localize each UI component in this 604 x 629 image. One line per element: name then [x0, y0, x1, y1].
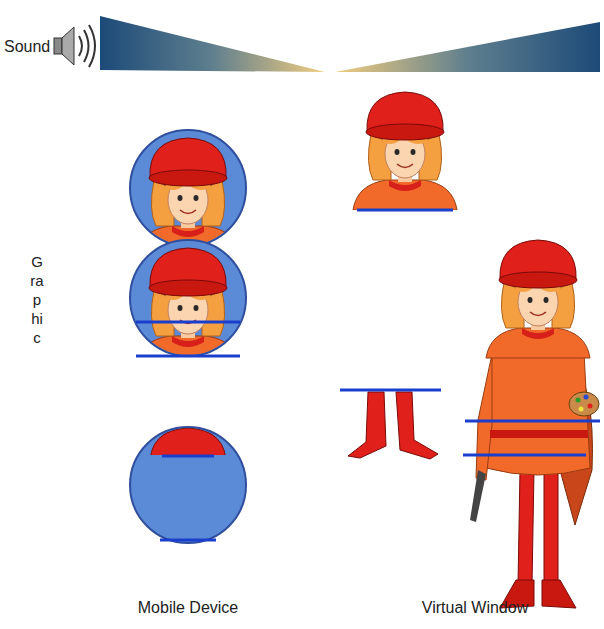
window-view [340, 390, 441, 459]
sound-speaker [54, 25, 95, 67]
axis-label: Graphic [30, 252, 45, 347]
device-view [130, 427, 246, 546]
column-label: Mobile Device [138, 598, 238, 617]
volume-ramp [100, 16, 325, 72]
window-view [353, 92, 457, 210]
axis-label: Sound [4, 37, 50, 56]
device-view [130, 130, 246, 256]
window-view [463, 240, 600, 608]
device-view [130, 240, 246, 366]
volume-ramp [335, 22, 600, 72]
column-label: Virtual Window [422, 598, 528, 617]
